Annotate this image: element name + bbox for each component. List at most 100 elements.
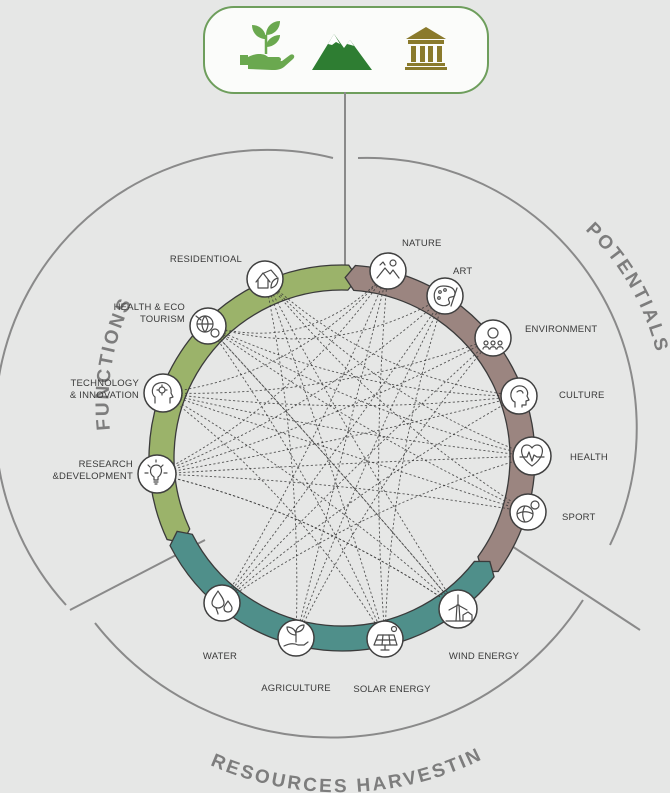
connection-line	[156, 395, 520, 475]
connection-line	[295, 295, 446, 639]
tech-head-icon	[151, 382, 174, 404]
museum-icon	[405, 27, 447, 70]
node-residential[interactable]: RESIDENTIOAL	[170, 254, 284, 298]
connection-line	[264, 278, 386, 640]
solar-panel-icon	[373, 625, 398, 651]
top-icon-box	[203, 6, 489, 94]
node-research-development[interactable]: RESEARCH &DEVELOPMENT	[52, 454, 177, 494]
head-profile-icon	[510, 385, 530, 408]
connection-line	[156, 295, 446, 475]
node-culture-label: CULTURE	[559, 390, 605, 401]
node-water[interactable]: WATER	[203, 584, 241, 662]
hand-plant-icon	[240, 21, 295, 70]
water-drops-icon	[211, 590, 233, 615]
wind-turbine-icon	[445, 594, 473, 622]
connection-line	[162, 392, 520, 407]
connection-line	[156, 337, 494, 475]
connection-line	[264, 278, 459, 610]
node-wind-energy[interactable]: WIND ENERGY	[438, 589, 520, 662]
node-nature[interactable]: NATURE	[369, 238, 442, 290]
node-health-eco-tourism-label-line2: TOURISM	[140, 314, 185, 325]
node-health-eco-tourism-label-line1: HEALTH & ECO	[114, 302, 185, 313]
node-health-circle	[512, 436, 552, 476]
node-art-circle	[426, 277, 464, 315]
connection-line	[264, 278, 298, 639]
connection-line	[162, 392, 533, 457]
connection-line	[207, 270, 389, 334]
node-research-development-circle	[137, 454, 177, 494]
node-technology-innovation-label-line1: TECHNOLOGY	[70, 378, 139, 389]
frame-right-divider	[494, 534, 641, 631]
node-health-eco-tourism[interactable]: HEALTH & ECO TOURISM	[114, 302, 227, 345]
node-technology-innovation[interactable]: TECHNOLOGY & INNOVATION	[70, 373, 183, 413]
people-planet-icon	[482, 327, 504, 350]
node-culture-circle	[500, 377, 538, 415]
node-health-label: HEALTH	[570, 452, 608, 463]
mountain-icon	[312, 34, 372, 70]
node-residential-circle	[246, 260, 284, 298]
connection-line	[384, 295, 446, 640]
section-title-functions: FUNCTIONS	[92, 294, 137, 432]
connection-line	[156, 270, 389, 475]
node-environment[interactable]: ENVIRONMENT	[474, 319, 597, 357]
connection-line	[162, 392, 459, 610]
connection-line	[295, 270, 389, 639]
connection-line	[207, 325, 520, 397]
connection-lines	[156, 270, 533, 640]
sport-balls-icon	[516, 500, 540, 523]
connection-line	[207, 325, 459, 610]
connection-line	[264, 278, 520, 397]
palette-icon	[433, 285, 458, 307]
nodes: RESIDENTIOAL HEALTH & ECO TOURISM TECHNO…	[52, 238, 608, 695]
connection-line	[162, 337, 494, 394]
node-sport[interactable]: SPORT	[509, 493, 596, 531]
node-solar-energy-circle	[366, 620, 404, 658]
frame-potentials-arc	[357, 156, 638, 546]
connection-line	[221, 337, 494, 604]
connection-line	[207, 325, 529, 513]
node-art-label: ART	[453, 266, 472, 277]
node-health[interactable]: HEALTH	[512, 436, 608, 476]
connection-line	[207, 325, 386, 640]
node-research-development-label-line2: &DEVELOPMENT	[52, 471, 133, 482]
node-art[interactable]: ART	[426, 266, 472, 315]
connection-line	[221, 395, 520, 604]
outer-frame	[0, 92, 641, 739]
node-agriculture-label: AGRICULTURE	[261, 683, 331, 694]
connection-line	[156, 455, 533, 475]
connection-line	[207, 295, 446, 340]
connection-line	[207, 325, 459, 610]
node-research-development-label-line1: RESEARCH	[79, 459, 133, 470]
nature-icon	[376, 259, 400, 279]
node-nature-label: NATURE	[402, 238, 442, 249]
frame-resources-arc	[94, 599, 584, 739]
node-wind-energy-label: WIND ENERGY	[449, 651, 520, 662]
connection-line	[156, 473, 459, 610]
connection-line	[264, 278, 529, 513]
connection-line	[162, 392, 529, 513]
node-solar-energy[interactable]: SOLAR ENERGY	[353, 620, 431, 695]
node-agriculture[interactable]: AGRICULTURE	[261, 619, 331, 694]
connection-line	[221, 455, 533, 604]
connection-line	[221, 295, 446, 604]
node-technology-innovation-label-line2: & INNOVATION	[70, 390, 139, 401]
connection-line	[156, 473, 529, 513]
house-leaf-icon	[255, 269, 279, 289]
node-wind-energy-circle	[438, 589, 478, 629]
node-water-label: WATER	[203, 651, 237, 662]
sprout-hand-icon	[283, 624, 309, 647]
connection-line	[207, 325, 533, 457]
lightbulb-head-icon	[144, 459, 168, 485]
node-culture[interactable]: CULTURE	[500, 377, 605, 415]
eco-tourism-icon	[195, 315, 220, 338]
frame-functions-arc	[0, 148, 334, 606]
node-water-circle	[203, 584, 241, 622]
node-sport-label: SPORT	[562, 512, 596, 523]
connection-line	[221, 270, 389, 604]
heartbeat-icon	[519, 444, 545, 467]
node-residential-label: RESIDENTIOAL	[170, 254, 242, 265]
node-environment-label: ENVIRONMENT	[525, 324, 597, 335]
connection-line	[162, 392, 386, 640]
